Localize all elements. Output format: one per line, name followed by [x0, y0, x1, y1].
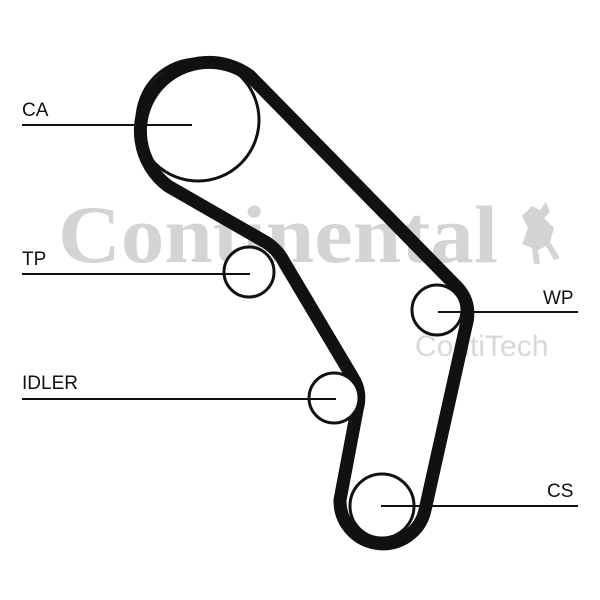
horse-logo-icon: [520, 202, 560, 264]
pulley-tp: [222, 245, 276, 299]
pulley-ca: [135, 57, 261, 183]
watermark: Continental ContiTech: [58, 189, 560, 363]
label-tp: TP: [22, 249, 46, 270]
watermark-continental: Continental: [58, 189, 498, 280]
label-cs: CS: [547, 481, 573, 502]
pulley-wp: [410, 283, 464, 337]
label-wp: WP: [543, 288, 574, 309]
label-ca: CA: [22, 100, 49, 121]
label-idler: IDLER: [22, 373, 78, 394]
